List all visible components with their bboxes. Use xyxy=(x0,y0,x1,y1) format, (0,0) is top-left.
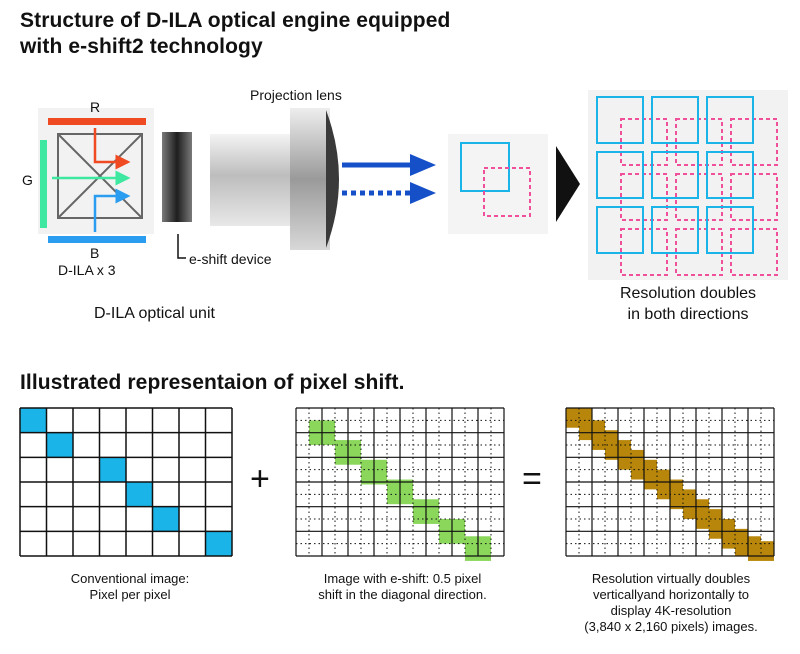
original-pixel xyxy=(596,206,644,254)
title-line-1: Structure of D-ILA optical engine equipp… xyxy=(20,9,451,32)
caption-eshift-1: Image with e-shift: 0.5 pixel xyxy=(323,571,482,586)
highlight-cell xyxy=(205,531,232,556)
projection-lens-label: Projection lens xyxy=(250,87,342,103)
red-light-path xyxy=(93,128,131,170)
original-pixel xyxy=(596,96,644,144)
original-pixel xyxy=(706,206,754,254)
original-pixel xyxy=(596,151,644,199)
eshift-device xyxy=(162,132,192,222)
conventional-grid xyxy=(19,407,233,557)
highlight-cell xyxy=(152,506,179,532)
highlight-cell xyxy=(126,482,153,507)
dotted-light-arrow xyxy=(342,182,436,204)
result-triangle xyxy=(556,146,580,222)
caption-eshift: Image with e-shift: 0.5 pixel shift in t… xyxy=(285,571,520,603)
original-pixel xyxy=(706,96,754,144)
label-r: R xyxy=(90,99,101,115)
caption-conventional: Conventional image: Pixel per pixel xyxy=(20,571,240,603)
prism-cube xyxy=(57,133,143,219)
optical-unit-label: D-ILA optical unit xyxy=(94,305,215,322)
original-pixel xyxy=(651,206,699,254)
original-pixel xyxy=(651,151,699,199)
pixel-shift-grids xyxy=(19,407,775,561)
eshift-pointer-line xyxy=(177,234,186,259)
highlight-cell xyxy=(99,457,126,482)
lens-front xyxy=(326,110,339,248)
lens-body xyxy=(210,134,290,226)
caption-combined-3: display 4K-resolution xyxy=(610,603,732,618)
resolution-caption: Resolution doubles in both directions xyxy=(580,283,796,325)
eshift-device-label: e-shift device xyxy=(189,251,272,267)
solid-light-arrow xyxy=(342,154,436,176)
blue-panel-bar xyxy=(48,236,146,243)
page-title: Structure of D-ILA optical engine equipp… xyxy=(20,8,450,60)
label-b: B xyxy=(90,245,100,261)
original-pixel xyxy=(651,96,699,144)
blue-light-path xyxy=(93,188,131,232)
highlight-cell xyxy=(20,408,47,433)
caption-combined-1: Resolution virtually doubles xyxy=(591,571,751,586)
caption-combined-2: verticallyand horizontally to xyxy=(592,587,750,602)
caption-conventional-1: Conventional image: xyxy=(70,571,190,586)
pixel-shift-title: Illustrated representaion of pixel shift… xyxy=(20,371,405,394)
eshift-grid xyxy=(295,407,505,561)
resolution-line-1: Resolution doubles xyxy=(619,285,757,302)
result-grid-panel xyxy=(588,90,788,280)
red-panel-bar xyxy=(48,118,146,125)
caption-combined: Resolution virtually doubles verticallya… xyxy=(556,571,786,635)
resolution-line-2: in both directions xyxy=(627,306,749,323)
caption-conventional-2: Pixel per pixel xyxy=(89,587,171,602)
result-pixel-grid xyxy=(596,96,778,276)
combined-grid xyxy=(565,407,775,561)
single-shift-panel xyxy=(448,134,548,234)
label-g: G xyxy=(22,172,33,188)
green-panel-bar xyxy=(40,140,47,228)
equals-sign: = xyxy=(522,460,542,498)
highlight-cell xyxy=(46,432,73,458)
plus-sign: + xyxy=(250,460,270,498)
single-pixel-shifted xyxy=(483,167,531,217)
caption-combined-4: (3,840 x 2,160 pixels) images. xyxy=(584,619,758,634)
lens-barrel xyxy=(290,108,330,250)
optical-engine-diagram xyxy=(38,90,788,280)
title-line-2: with e-shift2 technology xyxy=(20,35,263,58)
caption-eshift-2: shift in the diagonal direction. xyxy=(318,587,487,602)
dila-count-label: D-ILA x 3 xyxy=(58,262,116,278)
original-pixel xyxy=(706,151,754,199)
